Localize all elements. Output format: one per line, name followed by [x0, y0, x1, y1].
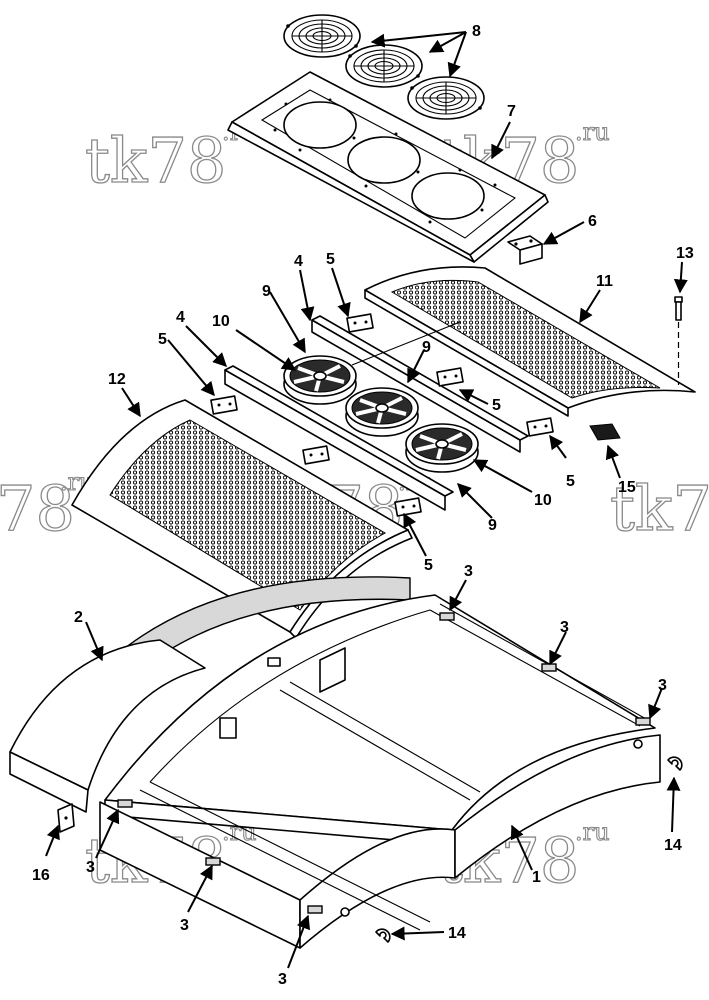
callout-15: 15 — [618, 479, 636, 496]
callout-10: 10 — [534, 492, 552, 509]
watermark-text: tk7 — [610, 472, 709, 545]
callout-2: 2 — [74, 609, 83, 626]
callout-5: 5 — [158, 331, 167, 348]
callout-9: 9 — [488, 517, 497, 534]
callout-8: 8 — [472, 23, 481, 40]
callout-9: 9 — [262, 283, 271, 300]
watermark-suffix: .ru — [575, 818, 610, 846]
callout-4: 4 — [294, 253, 303, 270]
screw — [674, 296, 683, 385]
fan-guards — [283, 14, 485, 120]
callout-3: 3 — [180, 917, 189, 934]
callout-6: 6 — [588, 213, 597, 230]
callout-3: 3 — [464, 563, 473, 580]
watermark-text: 78 — [0, 472, 75, 545]
mounting-clip — [526, 417, 554, 437]
callout-3: 3 — [658, 677, 667, 694]
callout-5: 5 — [566, 473, 575, 490]
left-mesh-grille — [71, 399, 413, 639]
fan-mounting-plate — [227, 71, 549, 263]
callout-11: 11 — [596, 273, 613, 290]
callout-3: 3 — [86, 859, 95, 876]
fan-brackets — [224, 315, 529, 511]
corner-bracket — [57, 803, 75, 833]
watermark: tk7 — [609, 471, 709, 545]
callout-14: 14 — [448, 925, 466, 942]
fan-guard — [283, 14, 361, 58]
callout-3: 3 — [560, 619, 569, 636]
condenser-fans — [283, 355, 479, 473]
callout-labels: 8 7 6 11 13 5 4 9 10 4 5 9 5 5 15 10 9 5… — [32, 23, 694, 988]
mounting-clip — [346, 313, 374, 333]
retaining-clips — [375, 756, 683, 943]
callout-7: 7 — [507, 103, 516, 120]
callout-9: 9 — [422, 339, 431, 356]
callout-14: 14 — [664, 837, 682, 854]
callout-3: 3 — [278, 971, 287, 988]
mounting-clip — [210, 395, 238, 415]
watermark-text: tk78 — [85, 124, 226, 197]
callout-5: 5 — [326, 251, 335, 268]
frame-clips — [117, 612, 651, 914]
condenser-fan — [405, 423, 479, 473]
plate-holes — [273, 98, 497, 224]
fan-guard — [345, 44, 423, 88]
callout-4: 4 — [176, 309, 185, 326]
callout-10: 10 — [212, 313, 230, 330]
mounting-clip — [394, 497, 422, 517]
right-mesh-grille — [364, 266, 696, 417]
condenser-fan — [345, 387, 419, 437]
mounting-clip — [302, 445, 330, 465]
fan-guard — [407, 76, 485, 120]
mounting-clips — [210, 313, 554, 517]
small-bracket — [507, 235, 543, 265]
leader-arrows — [45, 31, 688, 969]
condenser-fan — [283, 355, 357, 405]
callout-5: 5 — [424, 557, 433, 574]
foam-strip — [589, 423, 621, 441]
watermark-suffix: .ru — [575, 118, 610, 146]
callout-13: 13 — [676, 245, 694, 262]
callout-5: 5 — [492, 397, 501, 414]
callout-1: 1 — [532, 869, 541, 886]
callout-12: 12 — [108, 371, 126, 388]
mounting-clip — [436, 367, 464, 387]
callout-16: 16 — [32, 867, 50, 884]
